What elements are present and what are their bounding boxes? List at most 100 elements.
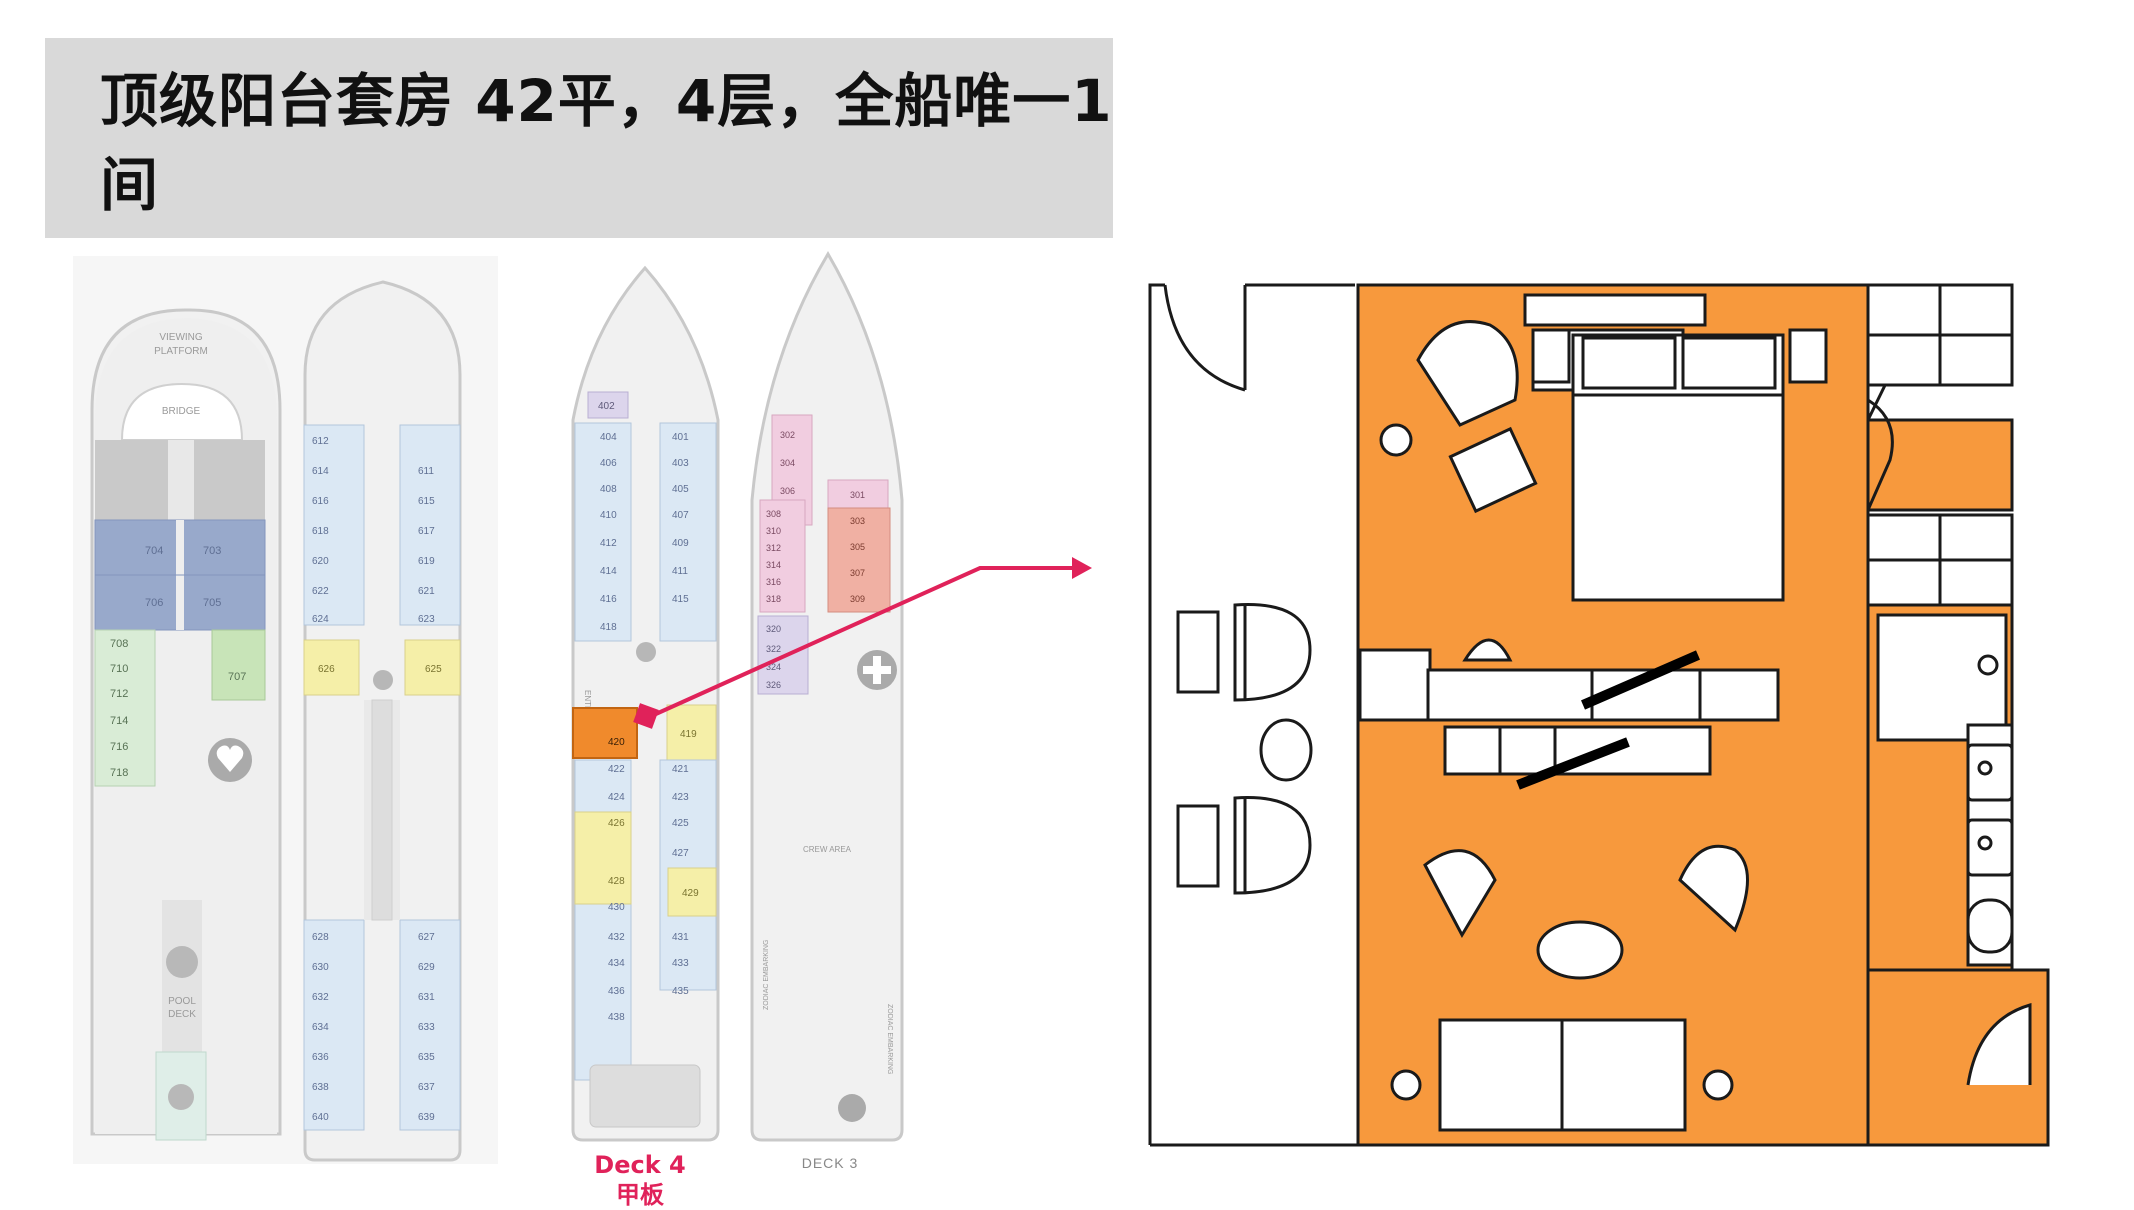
cabin-423: 423 [672,792,689,803]
label-zodiac-right: ZODIAC EMBARKING [886,1004,893,1074]
cabin-621: 621 [418,586,435,597]
cabin-403: 403 [672,458,689,469]
deck-3-plan: 302 304 306 308 310 312 314 316 318 301 … [750,251,904,1142]
cabin-708: 708 [110,638,128,650]
cabin-406: 406 [600,458,617,469]
cabin-617: 617 [418,526,435,537]
cabin-415: 415 [672,594,689,605]
cabin-309: 309 [850,594,865,604]
cabin-324: 324 [766,662,781,672]
cabin-631: 631 [418,992,435,1003]
cabin-427: 427 [672,848,689,859]
cabin-619: 619 [418,556,435,567]
gym-icon [838,1094,866,1122]
cabin-316: 316 [766,577,781,587]
cabin-320: 320 [766,624,781,634]
cabin-611: 611 [418,466,434,477]
label-crew-area: CREW AREA [803,845,852,854]
cabin-303: 303 [850,516,865,526]
cabin-712: 712 [110,688,128,700]
cabin-433: 433 [672,958,689,969]
cabin-628: 628 [312,932,329,943]
cabin-310: 310 [766,526,781,536]
cabin-430: 430 [608,902,625,913]
cabin-620: 620 [312,556,329,567]
cabin-638: 638 [312,1082,329,1093]
cabin-318: 318 [766,594,781,604]
title-banner: 顶级阳台套房 42平，4层，全船唯一1间 [45,38,1113,238]
cabin-304: 304 [780,458,795,468]
cabin-714: 714 [110,715,128,727]
suite-floorplan [1148,283,2050,1147]
cabin-409: 409 [672,538,689,549]
cabin-612: 612 [312,436,329,447]
cabin-428: 428 [608,876,625,887]
cabin-424: 424 [608,792,625,803]
deck-6-plan: 612 614 616 618 620 622 624 611 615 617 … [303,280,462,1162]
cabin-626: 626 [318,664,335,675]
cabin-322: 322 [766,644,781,654]
cabin-305: 305 [850,542,865,552]
cabin-640: 640 [312,1112,329,1123]
page-title: 顶级阳台套房 42平，4层，全船唯一1间 [100,67,1113,219]
cabin-420-highlight [572,707,638,759]
cabin-426: 426 [608,818,625,829]
deck-4-caption-line1: Deck 4 [594,1151,686,1179]
cabin-410: 410 [600,510,617,521]
cabin-436: 436 [608,986,625,997]
cabin-435: 435 [672,986,689,997]
cabin-632: 632 [312,992,329,1003]
cabin-710: 710 [110,663,128,675]
cabin-408: 408 [600,484,617,495]
cabin-625: 625 [425,664,442,675]
cabin-707: 707 [228,671,246,683]
label-zodiac-left: ZODIAC EMBARKING [763,940,770,1010]
cabin-438: 438 [608,1012,625,1023]
hot-tub-icon [168,1084,194,1110]
cabin-425: 425 [672,818,689,829]
cabin-634: 634 [312,1022,329,1033]
cabin-306: 306 [780,486,795,496]
cabin-429: 429 [682,888,699,899]
cabin-627: 627 [418,932,435,943]
cabin-639: 639 [418,1112,435,1123]
cabin-623: 623 [418,614,435,625]
cabin-402: 402 [598,401,615,412]
cabin-706: 706 [145,597,163,609]
cocktail-icon [166,946,198,978]
cabin-302: 302 [780,430,795,440]
cabin-422: 422 [608,764,625,775]
cabin-312: 312 [766,543,781,553]
label-pool-1: POOL [168,996,196,1007]
cabin-614: 614 [312,466,329,477]
cabin-326: 326 [766,680,781,690]
cabin-404: 404 [600,432,617,443]
cabin-314: 314 [766,560,781,570]
cabin-301: 301 [850,490,865,500]
cabin-431: 431 [672,932,689,943]
deck-4-caption: Deck 4 甲板 [560,1150,720,1210]
cabin-629: 629 [418,962,435,973]
cabin-414: 414 [600,566,617,577]
cabin-618: 618 [312,526,329,537]
elevator-icon [373,670,393,690]
cabin-307: 307 [850,568,865,578]
cabin-624: 624 [312,614,329,625]
cabin-703: 703 [203,545,221,557]
deck-3-caption: DECK 3 [801,1155,859,1171]
cabin-615: 615 [418,496,435,507]
label-bridge: BRIDGE [162,406,201,417]
pointer-arrow [633,557,1092,729]
cabin-705: 705 [203,597,221,609]
label-pool-2: DECK [168,1009,196,1020]
cabin-405: 405 [672,484,689,495]
cabin-411: 411 [672,566,688,577]
cabin-622: 622 [312,586,329,597]
deck-4-plan: 402 404 406 408 410 412 414 416 418 401 … [571,265,720,1142]
deck-4-caption-line2: 甲板 [616,1181,664,1209]
cabin-421: 421 [672,764,689,775]
cabin-401: 401 [672,432,689,443]
elevator-icon-deck4 [636,642,656,662]
cabin-407: 407 [672,510,689,521]
